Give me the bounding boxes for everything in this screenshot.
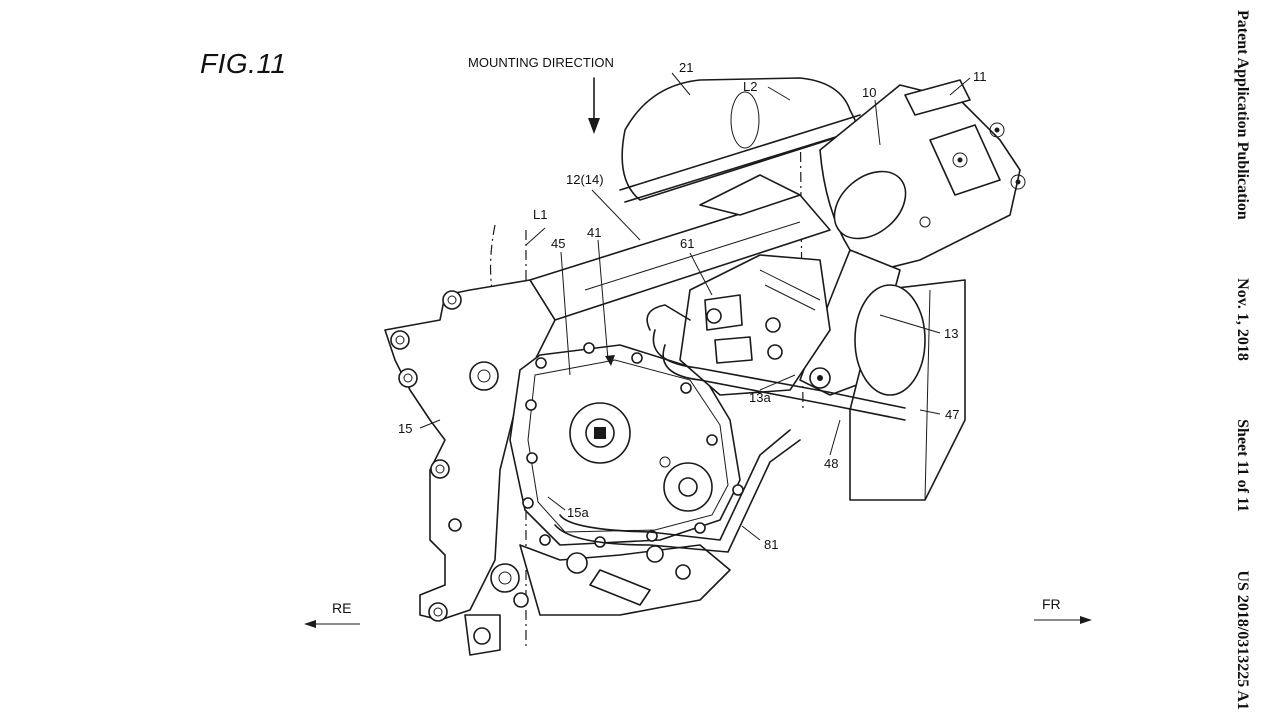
ref-41: 41 [587,225,602,240]
ref-81: 81 [764,537,779,552]
arrow-head-41 [605,355,615,366]
ref-13a: 13a [749,390,771,405]
ref-11: 11 [973,69,987,84]
front-label: FR [1042,596,1061,612]
publication-number: US 2018/0313225 A1 [1234,570,1251,710]
hose-81 [554,429,801,553]
ref-13: 13 [944,326,959,341]
radiator-47 [849,279,966,501]
engine-cover-41 [509,342,744,548]
ref-10: 10 [862,85,877,100]
ignition-coil-61 [679,254,831,396]
patent-sidebar-header: Patent Application Publication Nov. 1, 2… [1229,0,1255,720]
ref-l2: L2 [743,79,758,94]
ref-12-14: 12(14) [566,172,604,187]
sheet-number: Sheet 11 of 11 [1234,419,1251,513]
component-21 [619,77,866,203]
ref-15a: 15a [567,505,589,520]
ref-21: 21 [679,60,694,75]
ref-61: 61 [680,236,695,251]
mounting-direction-label: MOUNTING DIRECTION [468,55,614,70]
lower-crankcase [513,544,731,616]
hose-48 [646,304,906,421]
ref-47: 47 [945,407,960,422]
ref-48: 48 [824,456,839,471]
ref-15: 15 [398,421,413,436]
publication-date: Nov. 1, 2018 [1234,278,1251,361]
ref-45: 45 [551,236,566,251]
figure-title: FIG.11 [200,48,287,79]
head-pipe-11 [819,79,1026,271]
leader-lines [419,72,971,541]
ref-l1: L1 [533,207,548,222]
rear-arrow [304,620,360,628]
mounting-direction-arrow [588,77,600,134]
side-frame-15 [384,279,556,656]
publication-title: Patent Application Publication [1234,10,1251,220]
rear-label: RE [332,600,352,616]
front-arrow [1034,616,1092,624]
frame-rail-12 [529,174,831,321]
